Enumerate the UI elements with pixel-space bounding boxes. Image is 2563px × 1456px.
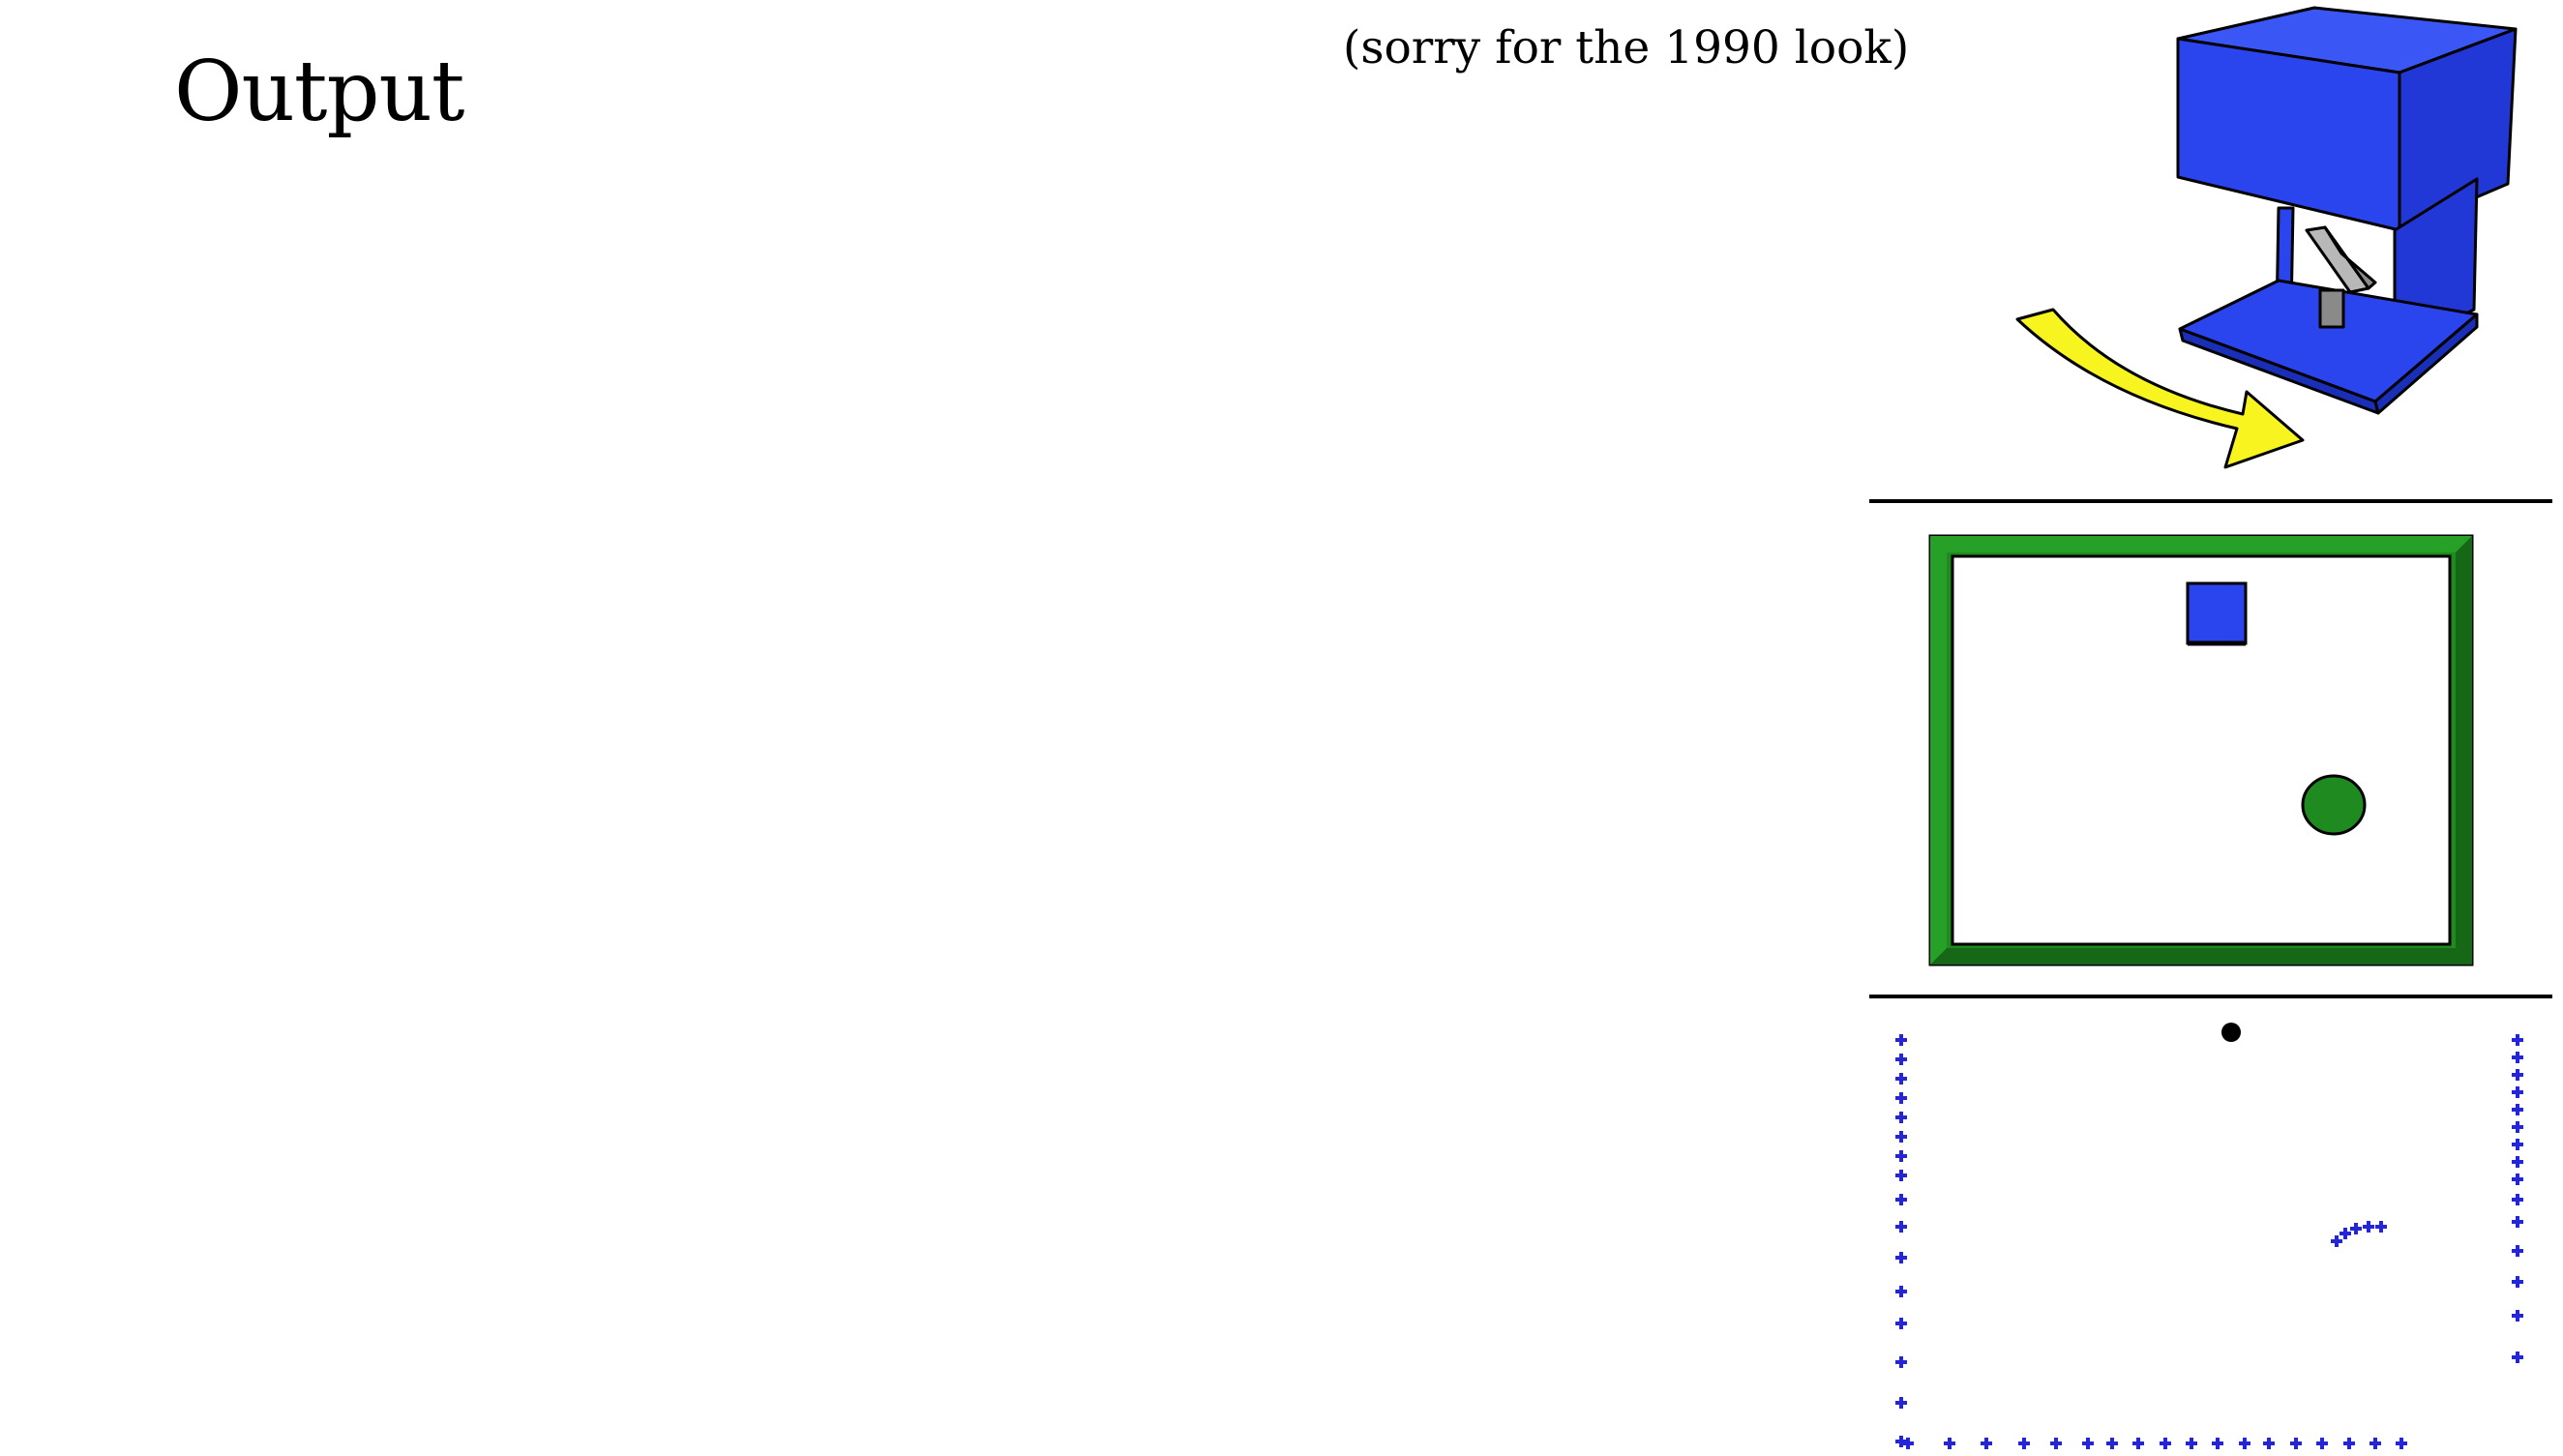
room-top-view — [1928, 534, 2474, 966]
scan-point — [2106, 1438, 2118, 1449]
scan-point — [1895, 1092, 1907, 1104]
scan-point — [2512, 1104, 2523, 1115]
scan-point — [1895, 1112, 1907, 1123]
sensor-device-icon — [2176, 6, 2518, 415]
scan-point — [2339, 1228, 2351, 1239]
scan-point — [2331, 1235, 2342, 1247]
scan-point — [2512, 1194, 2523, 1205]
scan-point — [2350, 1223, 2362, 1234]
box-obstacle — [2186, 581, 2248, 645]
scan-point — [2512, 1156, 2523, 1168]
scan-point — [1895, 1286, 1907, 1297]
scan-point — [1895, 1221, 1907, 1233]
scan-point — [1981, 1438, 1992, 1449]
scan-point — [1895, 1397, 1907, 1409]
scan-point — [2369, 1438, 2381, 1449]
scan-point — [2512, 1310, 2523, 1322]
scan-point — [2316, 1438, 2328, 1449]
scan-point — [1895, 1252, 1907, 1263]
scan-point — [2512, 1034, 2523, 1046]
scan-point — [2050, 1438, 2062, 1449]
scan-point — [2186, 1438, 2197, 1449]
rotation-arrow-icon — [2015, 308, 2305, 469]
scan-point — [2375, 1221, 2387, 1233]
scan-point — [2512, 1352, 2523, 1363]
scan-point — [2512, 1139, 2523, 1150]
scan-point — [1895, 1034, 1907, 1046]
scan-points — [1895, 1034, 2523, 1449]
apology-note: (sorry for the 1990 look) — [1343, 21, 1910, 74]
scan-point — [2512, 1245, 2523, 1257]
scan-point — [2396, 1438, 2407, 1449]
robot-marker — [2221, 1023, 2241, 1042]
scan-point — [2363, 1221, 2374, 1233]
round-obstacle — [2301, 774, 2367, 836]
scan-point — [2512, 1121, 2523, 1133]
scan-point — [1895, 1194, 1907, 1205]
scan-point — [1895, 1054, 1907, 1065]
scan-point — [2512, 1052, 2523, 1063]
scan-point — [1895, 1073, 1907, 1085]
scan-point — [2212, 1438, 2223, 1449]
scan-point — [2512, 1086, 2523, 1098]
scan-point — [1895, 1131, 1907, 1143]
scan-point — [1895, 1318, 1907, 1329]
scan-point — [2512, 1276, 2523, 1288]
scan-point — [2512, 1069, 2523, 1081]
scan-point — [2512, 1216, 2523, 1228]
scan-point — [2512, 1174, 2523, 1185]
scan-point — [2343, 1438, 2355, 1449]
scan-point — [2263, 1438, 2275, 1449]
scan-point — [2082, 1438, 2094, 1449]
slide-title: Output — [174, 44, 464, 140]
scan-point — [2018, 1438, 2030, 1449]
scan-point — [2160, 1438, 2171, 1449]
scan-point — [2239, 1438, 2250, 1449]
scan-point — [1895, 1150, 1907, 1162]
scan-point — [2132, 1438, 2144, 1449]
scan-point — [2290, 1438, 2302, 1449]
scan-point — [1895, 1170, 1907, 1181]
scan-point — [1895, 1356, 1907, 1368]
scan-point — [1944, 1438, 1955, 1449]
scan-point — [1902, 1438, 1914, 1449]
